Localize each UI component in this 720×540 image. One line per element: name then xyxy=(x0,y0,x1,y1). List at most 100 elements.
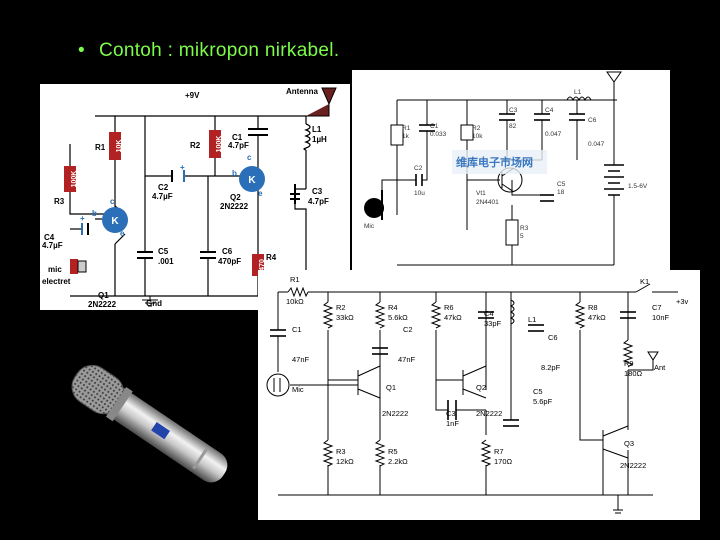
q1-label: Q1 xyxy=(98,291,109,300)
c1-value: 4.7pF xyxy=(228,141,249,150)
r9-label: R9 xyxy=(624,359,634,368)
q2-label: Q2 xyxy=(230,193,241,202)
c4-plus: + xyxy=(80,214,85,223)
c2-label: C2 xyxy=(403,325,413,334)
c3-label: C3 xyxy=(312,187,323,196)
supply-label: +9V xyxy=(185,91,200,100)
q1-label: Q1 xyxy=(386,383,396,392)
r1-value: 10kΩ xyxy=(286,297,304,306)
r3-label: R3 xyxy=(520,225,529,232)
c6-label: C6 xyxy=(588,117,597,124)
r1-label: R1 xyxy=(290,275,300,284)
c7-value: 10nF xyxy=(652,313,670,322)
c5-label: C5 xyxy=(158,247,169,256)
c6-value: 0.047 xyxy=(588,141,605,148)
bullet: • xyxy=(78,40,85,61)
r4-value: 5.6kΩ xyxy=(388,313,408,322)
q1-pin-b: b xyxy=(92,209,97,218)
c3-value: 4.7pF xyxy=(308,197,329,206)
mic-sub: electret xyxy=(42,277,71,286)
c1-label: C1 xyxy=(232,133,243,142)
r3-value: 100K xyxy=(71,171,78,188)
title-text: Contoh : mikropon nirkabel. xyxy=(98,40,340,61)
l1-label: L1 xyxy=(528,315,536,324)
watermark: 维库电子市场网 xyxy=(456,155,533,169)
q1-pin-c: c xyxy=(110,197,115,206)
schematic-three-transistor: R1 10kΩ R2 33kΩ R4 5.6kΩ R6 47kΩ C4 33pF… xyxy=(258,270,700,520)
ant-label: Ant xyxy=(654,363,666,372)
c6-label: C6 xyxy=(222,247,233,256)
c3-label: C3 xyxy=(446,409,456,418)
q2-type: 2N2222 xyxy=(220,202,249,211)
c5-label: C5 xyxy=(557,181,566,188)
schematic-single-transistor: 维库电子市场网 R1 1k C1 0.033 R2 10k C3 82 C4 0… xyxy=(352,70,670,270)
c6-value: 470pF xyxy=(218,257,241,266)
c4-label: C4 xyxy=(44,233,55,242)
vt1-label: Vt1 xyxy=(476,190,486,197)
r4-label: R4 xyxy=(388,303,398,312)
q1-pin-e: e xyxy=(120,229,125,238)
r1-label: R1 xyxy=(402,125,411,132)
q3-label: Q3 xyxy=(624,439,634,448)
c1-value: 47nF xyxy=(292,355,310,364)
c3-value: 82 xyxy=(509,123,517,130)
gnd-label: Gnd xyxy=(146,299,162,308)
svg-text:K: K xyxy=(111,216,119,227)
supply-label: +3v xyxy=(676,297,689,306)
r3-label: R3 xyxy=(336,447,346,456)
r5-label: R5 xyxy=(388,447,398,456)
slide-title: • Contoh : mikropon nirkabel. xyxy=(78,40,339,62)
r2-label: R2 xyxy=(472,125,481,132)
c6-label: C6 xyxy=(548,333,558,342)
q3-type: 2N2222 xyxy=(620,461,646,470)
c4-label: C4 xyxy=(484,309,494,318)
antenna-label: Antenna xyxy=(286,87,319,96)
c5-value: 5.6pF xyxy=(533,397,553,406)
r6-value: 47kΩ xyxy=(444,313,462,322)
r2-label: R2 xyxy=(336,303,346,312)
r8-label: R8 xyxy=(588,303,598,312)
c4-value: 33pF xyxy=(484,319,502,328)
microphone-icon xyxy=(71,364,228,483)
l1-value: 1µH xyxy=(312,135,327,144)
r2-value: 100K xyxy=(216,136,223,153)
r9-value: 180Ω xyxy=(624,369,643,378)
k1-label: K1 xyxy=(640,277,649,286)
wireless-microphone-image xyxy=(55,340,250,525)
c2-value: 47nF xyxy=(398,355,416,364)
svg-text:K: K xyxy=(248,175,256,186)
r1-label: R1 xyxy=(95,143,106,152)
q1-type: 2N2222 xyxy=(382,409,408,418)
battery-label: 1.5-6V xyxy=(628,183,648,190)
c2-value: 10u xyxy=(414,190,425,197)
r1-value: 1k xyxy=(402,133,410,140)
r2-value: 33kΩ xyxy=(336,313,354,322)
l1-label: L1 xyxy=(574,89,582,96)
r4-value: 470 xyxy=(259,259,266,271)
r4-label: R4 xyxy=(266,253,277,262)
q2-pin-e: e xyxy=(258,189,263,198)
c3-label: C3 xyxy=(509,107,518,114)
q2-pin-b: b xyxy=(232,169,237,178)
c4-value: 4.7µF xyxy=(42,241,63,250)
c4-label: C4 xyxy=(545,107,554,114)
c7-label: C7 xyxy=(652,303,662,312)
r5-value: 2.2kΩ xyxy=(388,457,408,466)
schematic-two-transistor: 10K 100K 100K 470 K K +9V Antenna R1 R2 … xyxy=(40,84,350,310)
r6-label: R6 xyxy=(444,303,454,312)
vt1-type: 2N4401 xyxy=(476,199,499,206)
c1-label: C1 xyxy=(292,325,302,334)
q2-label: Q2 xyxy=(476,383,486,392)
mic-label: Mic xyxy=(364,223,375,230)
c1-value: 0.033 xyxy=(430,131,447,138)
mic-label: Mic xyxy=(292,385,304,394)
c2-plus: + xyxy=(180,163,185,172)
c2-value: 4.7µF xyxy=(152,192,173,201)
q1-type: 2N2222 xyxy=(88,300,117,309)
r1-value: 10K xyxy=(116,140,123,153)
r3-label: R3 xyxy=(54,197,65,206)
c2-label: C2 xyxy=(414,165,423,172)
c3-value: 1nF xyxy=(446,419,459,428)
c5-value: 18 xyxy=(557,189,565,196)
r3-value: 5 xyxy=(520,233,524,240)
